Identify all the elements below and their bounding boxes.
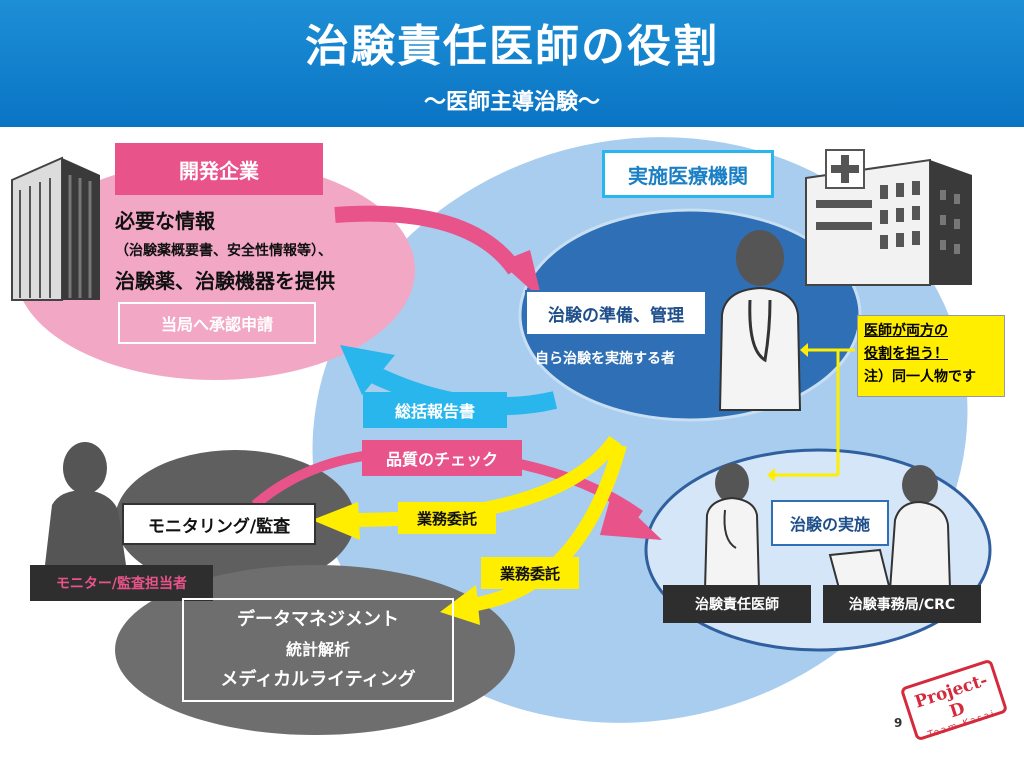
outsource-arrowhead-2: [440, 585, 480, 625]
monitor-person-label: モニター/監査担当者: [30, 565, 213, 601]
outsource-label-1: 業務委託: [398, 502, 496, 534]
dual-role-note: 医師が両方の 役割を担う！ 注）同一人物です: [857, 315, 1005, 397]
data-management-box: データマネジメント 統計解析 メディカルライティング: [182, 598, 454, 702]
note-line2: 役割を担う！: [864, 346, 948, 362]
title-banner: [0, 0, 1024, 127]
investigator-label: 治験責任医師: [663, 585, 811, 623]
report-arrowhead: [340, 345, 395, 395]
data-mgmt-line2: 統計解析: [285, 640, 350, 659]
sponsor-investigator-label: 自ら治験を実施する者: [535, 351, 675, 367]
doctor-icon: [718, 230, 802, 411]
page-number: 9: [894, 716, 903, 730]
data-mgmt-line1: データマネジメント: [237, 609, 399, 630]
outsource-label-2: 業務委託: [481, 557, 579, 589]
quality-label: 品質のチェック: [362, 440, 522, 476]
approval-box: 当局へ承認申請: [118, 302, 316, 344]
supply-arrowhead: [500, 250, 542, 300]
report-label: 総括報告書: [363, 392, 507, 428]
quality-arrowhead: [600, 492, 662, 540]
monitor-person-icon: [45, 442, 126, 565]
company-info-line2: （治験薬概要書、安全性情報等）、: [115, 243, 332, 259]
supply-arrow: [334, 205, 522, 275]
company-info-line3: 治験薬、治験機器を提供: [115, 269, 335, 293]
office-building-icon: [11, 156, 100, 301]
company-label: 開発企業: [115, 143, 323, 195]
crc-staff-icon: [828, 465, 952, 594]
note-line1: 医師が両方の: [864, 323, 948, 339]
company-info-line1: 必要な情報: [115, 209, 215, 233]
office-crc-label: 治験事務局/CRC: [823, 585, 981, 623]
outsource-arrowhead-1: [312, 502, 360, 540]
note-line3: 注）同一人物です: [864, 369, 976, 385]
data-mgmt-line3: メディカルライティング: [220, 669, 416, 690]
institution-label: 実施医療機関: [602, 150, 774, 198]
implementation-box: 治験の実施: [771, 500, 889, 546]
hospital-building-icon: [805, 149, 972, 286]
investigator-icon: [703, 463, 761, 591]
page-subtitle: ～医師主導治験～: [423, 90, 600, 115]
prep-box: 治験の準備、管理: [525, 290, 707, 336]
monitoring-box: モニタリング/監査: [122, 503, 316, 545]
data-mgmt-region: [115, 565, 515, 735]
page-title: 治験責任医師の役割: [305, 21, 719, 72]
